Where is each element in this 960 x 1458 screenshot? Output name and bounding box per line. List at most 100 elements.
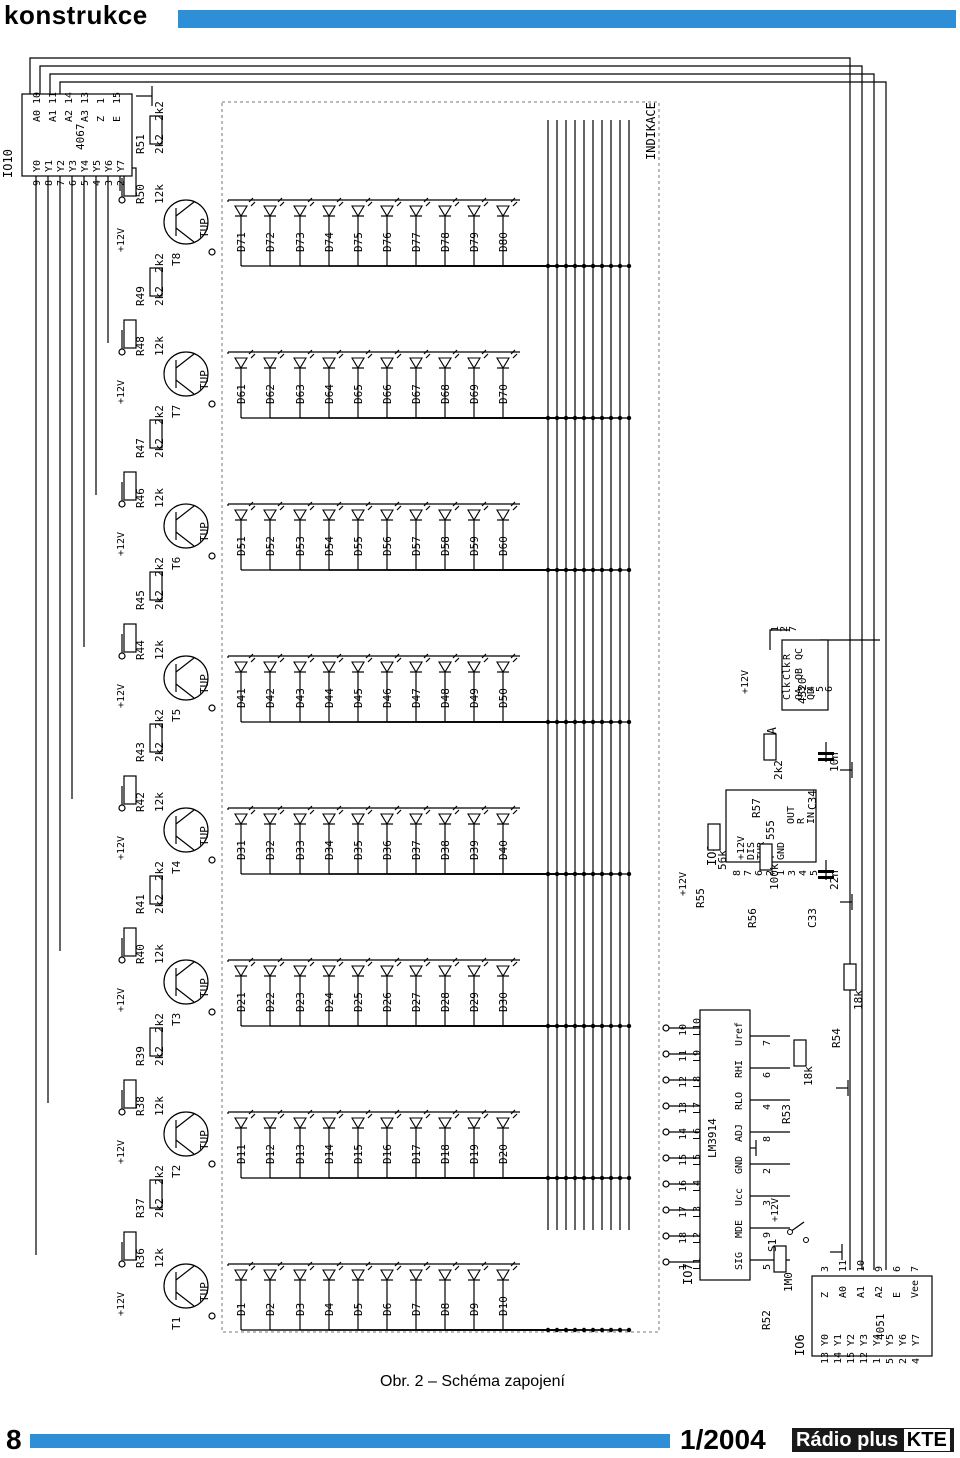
transistor-collector <box>175 201 195 217</box>
led-label: D52 <box>264 536 277 556</box>
led-arrow <box>452 1261 458 1267</box>
junction-dot <box>581 719 587 725</box>
supply-label: +12V <box>116 532 127 556</box>
led-label: D54 <box>323 536 336 556</box>
led-arrow <box>512 1113 518 1119</box>
led-arrow <box>454 201 460 207</box>
led-d72 <box>263 205 277 218</box>
ic-pin-number: 5 <box>762 1264 773 1270</box>
led-d44 <box>322 661 336 674</box>
led-arrow <box>510 501 516 507</box>
junction-dot <box>590 567 596 573</box>
junction-dot <box>563 719 569 725</box>
led-arrow <box>423 349 429 355</box>
led-arrow <box>512 809 518 815</box>
led-d10 <box>496 1269 510 1282</box>
ic-pin-number: 9 <box>762 1232 773 1238</box>
supply-label: +12V <box>116 1140 127 1164</box>
led-label: D11 <box>235 1144 248 1164</box>
led-d26 <box>380 965 394 978</box>
resistor-r38 <box>123 1079 137 1109</box>
junction-dot <box>590 719 596 725</box>
led-arrow <box>483 201 489 207</box>
address-bus <box>29 57 851 1270</box>
led-d65 <box>351 357 365 370</box>
led-arrow <box>248 653 254 659</box>
led-arrow <box>277 197 283 203</box>
resistor-value: 2k2 <box>153 438 166 458</box>
led-arrow <box>394 653 400 659</box>
transistor-collector <box>175 505 195 521</box>
junction-dot <box>581 415 587 421</box>
led-label: D13 <box>294 1144 307 1164</box>
transistor-emitter <box>175 531 195 547</box>
switch-contact <box>787 1229 793 1235</box>
led-d35 <box>351 813 365 826</box>
switch-contact <box>803 1237 809 1243</box>
led-arrow <box>512 1265 518 1271</box>
led-arrow <box>248 805 254 811</box>
led-label: D68 <box>439 384 452 404</box>
part-label: R57 <box>750 798 763 818</box>
led-label: D57 <box>410 536 423 556</box>
part-label: R55 <box>694 888 707 908</box>
led-arrow <box>336 197 342 203</box>
led-label: D32 <box>264 840 277 860</box>
ic-pin-number: 12 <box>859 1352 870 1364</box>
junction-dot <box>608 415 614 421</box>
ic-pin-label: Y5 <box>885 1334 896 1346</box>
led-label: D31 <box>235 840 248 860</box>
led-label: D77 <box>410 232 423 252</box>
led-label: D56 <box>381 536 394 556</box>
led-label: D79 <box>468 232 481 252</box>
led-arrow <box>512 201 518 207</box>
led-d56 <box>380 509 394 522</box>
led-label: D53 <box>294 536 307 556</box>
led-arrow <box>309 505 315 511</box>
led-label: D25 <box>352 992 365 1012</box>
ic-name: IO6 <box>793 1334 807 1356</box>
transistor-t6 <box>163 503 209 549</box>
led-arrow <box>452 501 458 507</box>
led-arrow <box>307 957 313 963</box>
ic-pin-number: 4 <box>762 1104 773 1110</box>
led-d62 <box>263 357 277 370</box>
part-value: 56k <box>716 850 729 870</box>
resistor-r45 <box>149 571 163 601</box>
terminal-ring <box>662 1076 670 1084</box>
address-bus <box>39 65 863 1270</box>
ic-pin-label: SIG <box>734 1252 745 1270</box>
junction-dot <box>626 567 632 573</box>
address-bus <box>49 73 875 1270</box>
junction-dot <box>590 263 596 269</box>
resistor-label: R47 <box>134 438 147 458</box>
led-arrow <box>367 505 373 511</box>
led-arrow <box>394 1109 400 1115</box>
resistor-label: R36 <box>134 1248 147 1268</box>
ic-pin-label: Clk <box>782 662 793 680</box>
junction-dot <box>572 567 578 573</box>
led-arrow <box>277 501 283 507</box>
junction-dot <box>590 1023 596 1029</box>
resistor-label: R49 <box>134 286 147 306</box>
led-arrow <box>365 1109 371 1115</box>
led-arrow <box>510 653 516 659</box>
ic-pin-number: 5 <box>815 686 826 692</box>
led-label: D5 <box>352 1303 365 1316</box>
transistor-type: TUP <box>198 1130 211 1150</box>
ic-pin-label: Y0 <box>32 160 43 172</box>
ic-pin-label: Y1 <box>44 160 55 172</box>
transistor-emitter <box>175 683 195 699</box>
led-arrow <box>454 1113 460 1119</box>
resistor-label: R44 <box>134 640 147 660</box>
junction-dot <box>545 1175 551 1181</box>
resistor-value: 2k2 <box>153 709 166 729</box>
supply-label: +12V <box>116 836 127 860</box>
ic-pin-label: Y3 <box>68 160 79 172</box>
led-arrow <box>336 1261 342 1267</box>
led-d14 <box>322 1117 336 1130</box>
resistor-value: 2k2 <box>153 101 166 121</box>
led-d12 <box>263 1117 277 1130</box>
led-arrow <box>336 1109 342 1115</box>
part-value: 10n <box>828 752 841 772</box>
